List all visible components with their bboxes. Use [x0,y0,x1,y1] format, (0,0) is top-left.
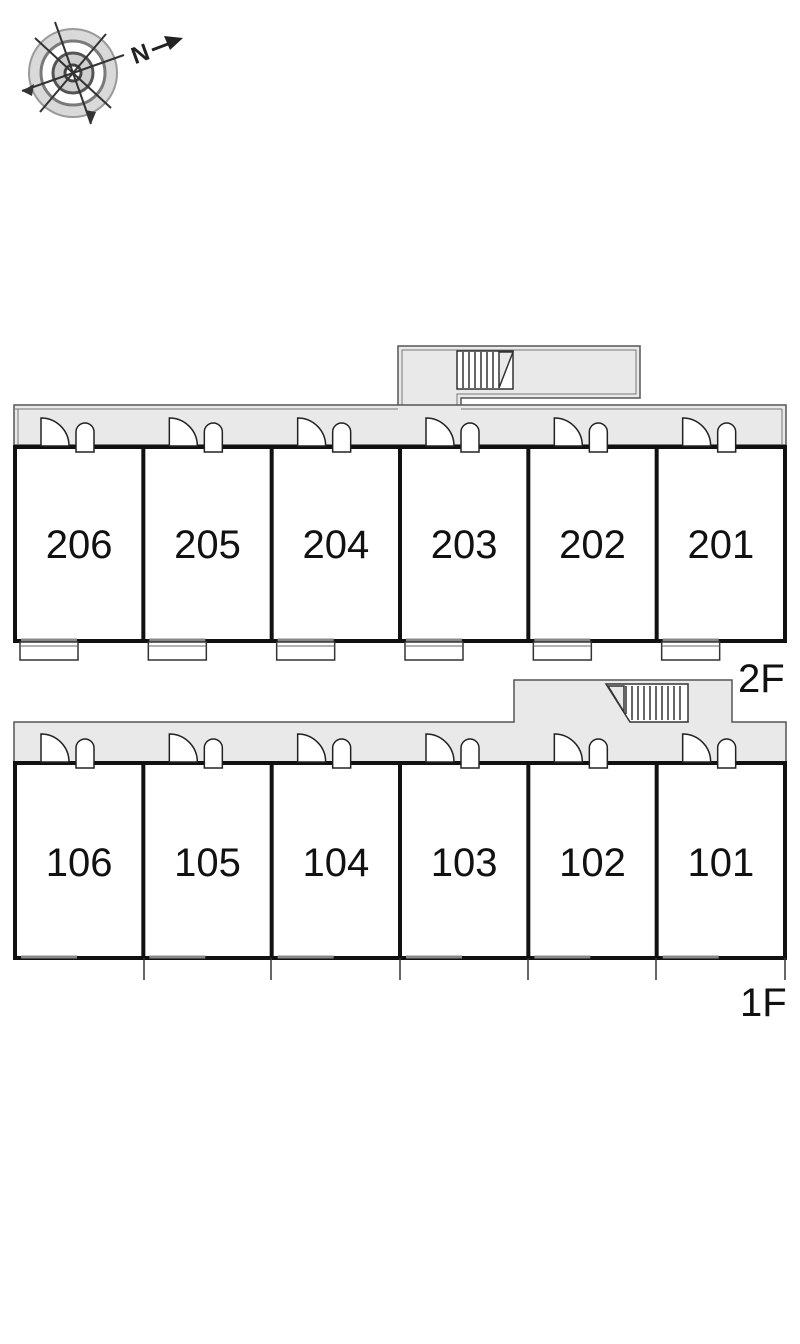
room-number: 102 [559,841,626,885]
room-106[interactable]: 106 [21,733,113,959]
room-number: 201 [687,523,754,567]
room-104[interactable]: 104 [269,733,370,959]
meter-box-icon [588,738,609,769]
balcony [275,641,336,661]
room-204[interactable]: 204 [269,417,370,661]
north-letter: N [128,39,154,70]
meter-box-icon [203,738,224,769]
rooms-1f: 106 105 104 103 102 101 [21,733,755,959]
meter-box-icon [331,422,352,453]
ground-line-1f [143,958,786,980]
meter-box-icon [716,738,737,769]
room-number: 205 [174,523,241,567]
room-102[interactable]: 102 [526,733,626,959]
balcony [19,641,79,661]
room-202[interactable]: 202 [526,417,626,661]
balcony [660,641,721,661]
stair-1f-treads [625,686,681,720]
entrance-door-icon [681,733,712,763]
entrance-door-icon [40,733,70,763]
room-number: 206 [46,523,113,567]
meter-box-icon [203,422,224,453]
entrance-door-icon [553,417,584,447]
stair-1f [604,683,689,723]
balcony [532,641,593,661]
north-indicator: N [128,36,183,70]
room-number: 104 [302,841,369,885]
room-number: 204 [302,523,369,567]
meter-box-icon [75,738,95,769]
meter-box-icon [460,738,480,769]
room-number: 101 [687,841,754,885]
stair-landing-2f [397,345,641,407]
room-number: 103 [431,841,498,885]
meter-box-icon [75,422,95,453]
stair-2f-treads [462,352,494,388]
room-number: 105 [174,841,241,885]
compass-rose-icon [21,21,125,125]
entrance-door-icon [681,417,712,447]
entrance-door-icon [296,733,327,763]
meter-box-icon [588,422,609,453]
room-206[interactable]: 206 [19,417,113,661]
room-105[interactable]: 105 [141,733,241,959]
floor-label-2f: 2F [738,657,785,701]
room-201[interactable]: 201 [654,417,755,661]
meter-box-icon [460,422,480,453]
room-101[interactable]: 101 [654,733,755,959]
room-number: 202 [559,523,626,567]
room-205[interactable]: 205 [141,417,241,661]
rooms-2f: 206 205 204 203 202 201 [19,417,755,661]
room-number: 106 [46,841,113,885]
entrance-door-icon [425,417,455,447]
meter-box-icon [331,738,352,769]
entrance-door-icon [296,417,327,447]
room-203[interactable]: 203 [398,417,498,661]
balcony [147,641,208,661]
entrance-door-icon [168,733,199,763]
corridor-2f [13,404,787,446]
meter-box-icon [716,422,737,453]
entrance-door-icon [553,733,584,763]
balcony [404,641,464,661]
entrance-door-icon [425,733,455,763]
entrance-door-icon [168,417,199,447]
room-103[interactable]: 103 [398,733,498,959]
entrance-door-icon [40,417,70,447]
floor-label-1f: 1F [740,981,787,1025]
room-number: 203 [431,523,498,567]
